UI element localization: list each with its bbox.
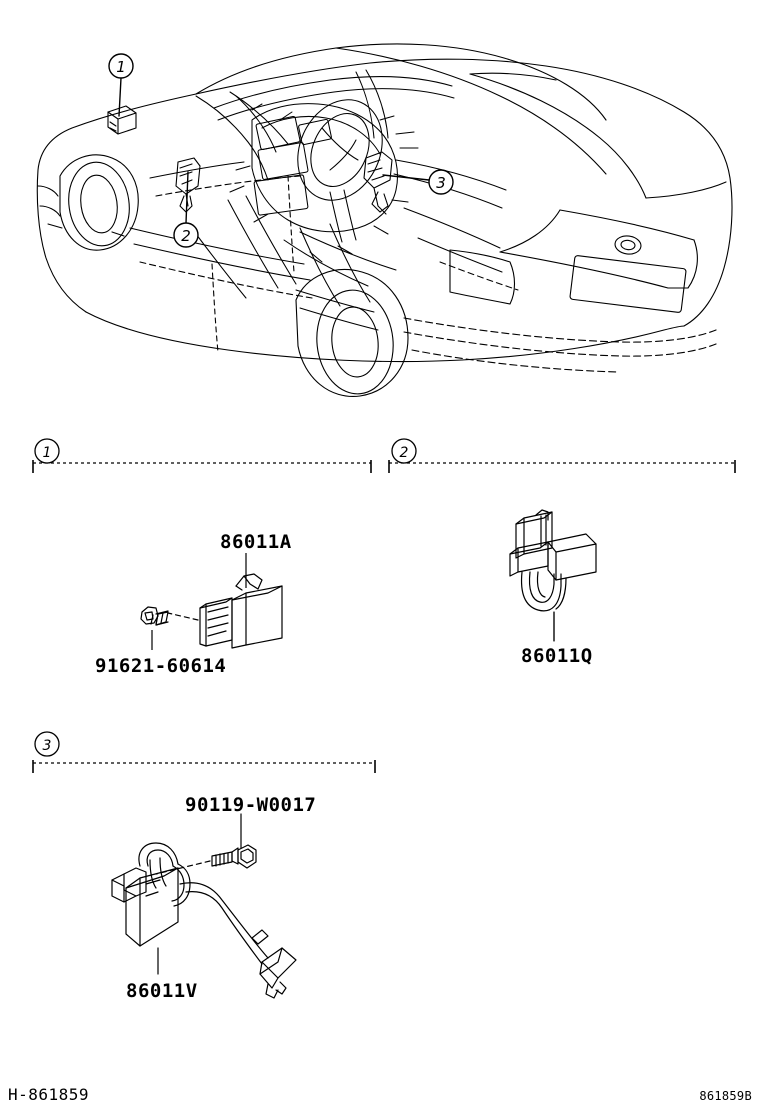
part-label-86011Q: 86011Q [521, 645, 593, 667]
callout-label-1: 1 [116, 58, 126, 76]
callout-group-1: 1 [108, 53, 134, 117]
vehicle-illustration-svg: 1 2 3 [36, 43, 733, 397]
vehicle-rear-bumper [403, 317, 717, 373]
part-drawing-86011V [111, 842, 297, 999]
part-label-86011A: 86011A [220, 531, 292, 553]
footer-page-code: 861859B [699, 1089, 752, 1103]
callout-leader-3 [382, 174, 430, 181]
sections-svg: 1 2 3 [32, 438, 736, 999]
callout-circle-2 [173, 222, 199, 248]
incar-part-86011V [363, 151, 393, 215]
section-marker-3 [34, 731, 60, 757]
section-marker-2 [391, 438, 417, 464]
part-drawing-91621-60614 [140, 606, 169, 626]
section-marker-label-3: 3 [43, 738, 52, 754]
section-marker-label-2: 2 [400, 445, 409, 461]
section-bracket-3: 3 [32, 731, 376, 773]
callout-leader-1 [118, 77, 122, 117]
callout-leader-2 [185, 171, 189, 224]
part-drawing-86011Q [509, 509, 597, 642]
callout-circle-1 [108, 53, 134, 79]
part-label-86011V: 86011V [126, 980, 198, 1002]
callout-label-2: 2 [181, 227, 191, 245]
footer-diagram-id: H-861859 [8, 1085, 90, 1104]
vehicle-body-outline [36, 43, 733, 363]
interior-harness-and-dash [189, 69, 519, 331]
vehicle-wheels [59, 154, 409, 397]
callout-group-2: 2 [173, 171, 199, 248]
incar-part-86011A [107, 105, 137, 135]
callout-label-3: 3 [436, 174, 446, 192]
section-bracket-2: 2 [388, 438, 736, 473]
vehicle-illustration: 1 2 3 [0, 0, 760, 430]
callout-circle-3 [428, 169, 454, 195]
part-drawing-86011A [167, 573, 283, 649]
incar-part-86011Q [175, 157, 201, 213]
vehicle-trunk [449, 209, 698, 313]
callout-group-3: 3 [382, 169, 454, 195]
section-marker-1 [34, 438, 60, 464]
part-label-90119-W0017: 90119-W0017 [185, 794, 317, 816]
part-label-91621-60614: 91621-60614 [95, 655, 227, 677]
part-drawing-90119-W0017 [155, 813, 257, 875]
section-marker-label-1: 1 [43, 445, 52, 461]
section-bracket-1: 1 [32, 438, 372, 473]
vehicle-side-panels [37, 161, 313, 353]
sections-area: 1 2 3 [0, 430, 760, 1060]
